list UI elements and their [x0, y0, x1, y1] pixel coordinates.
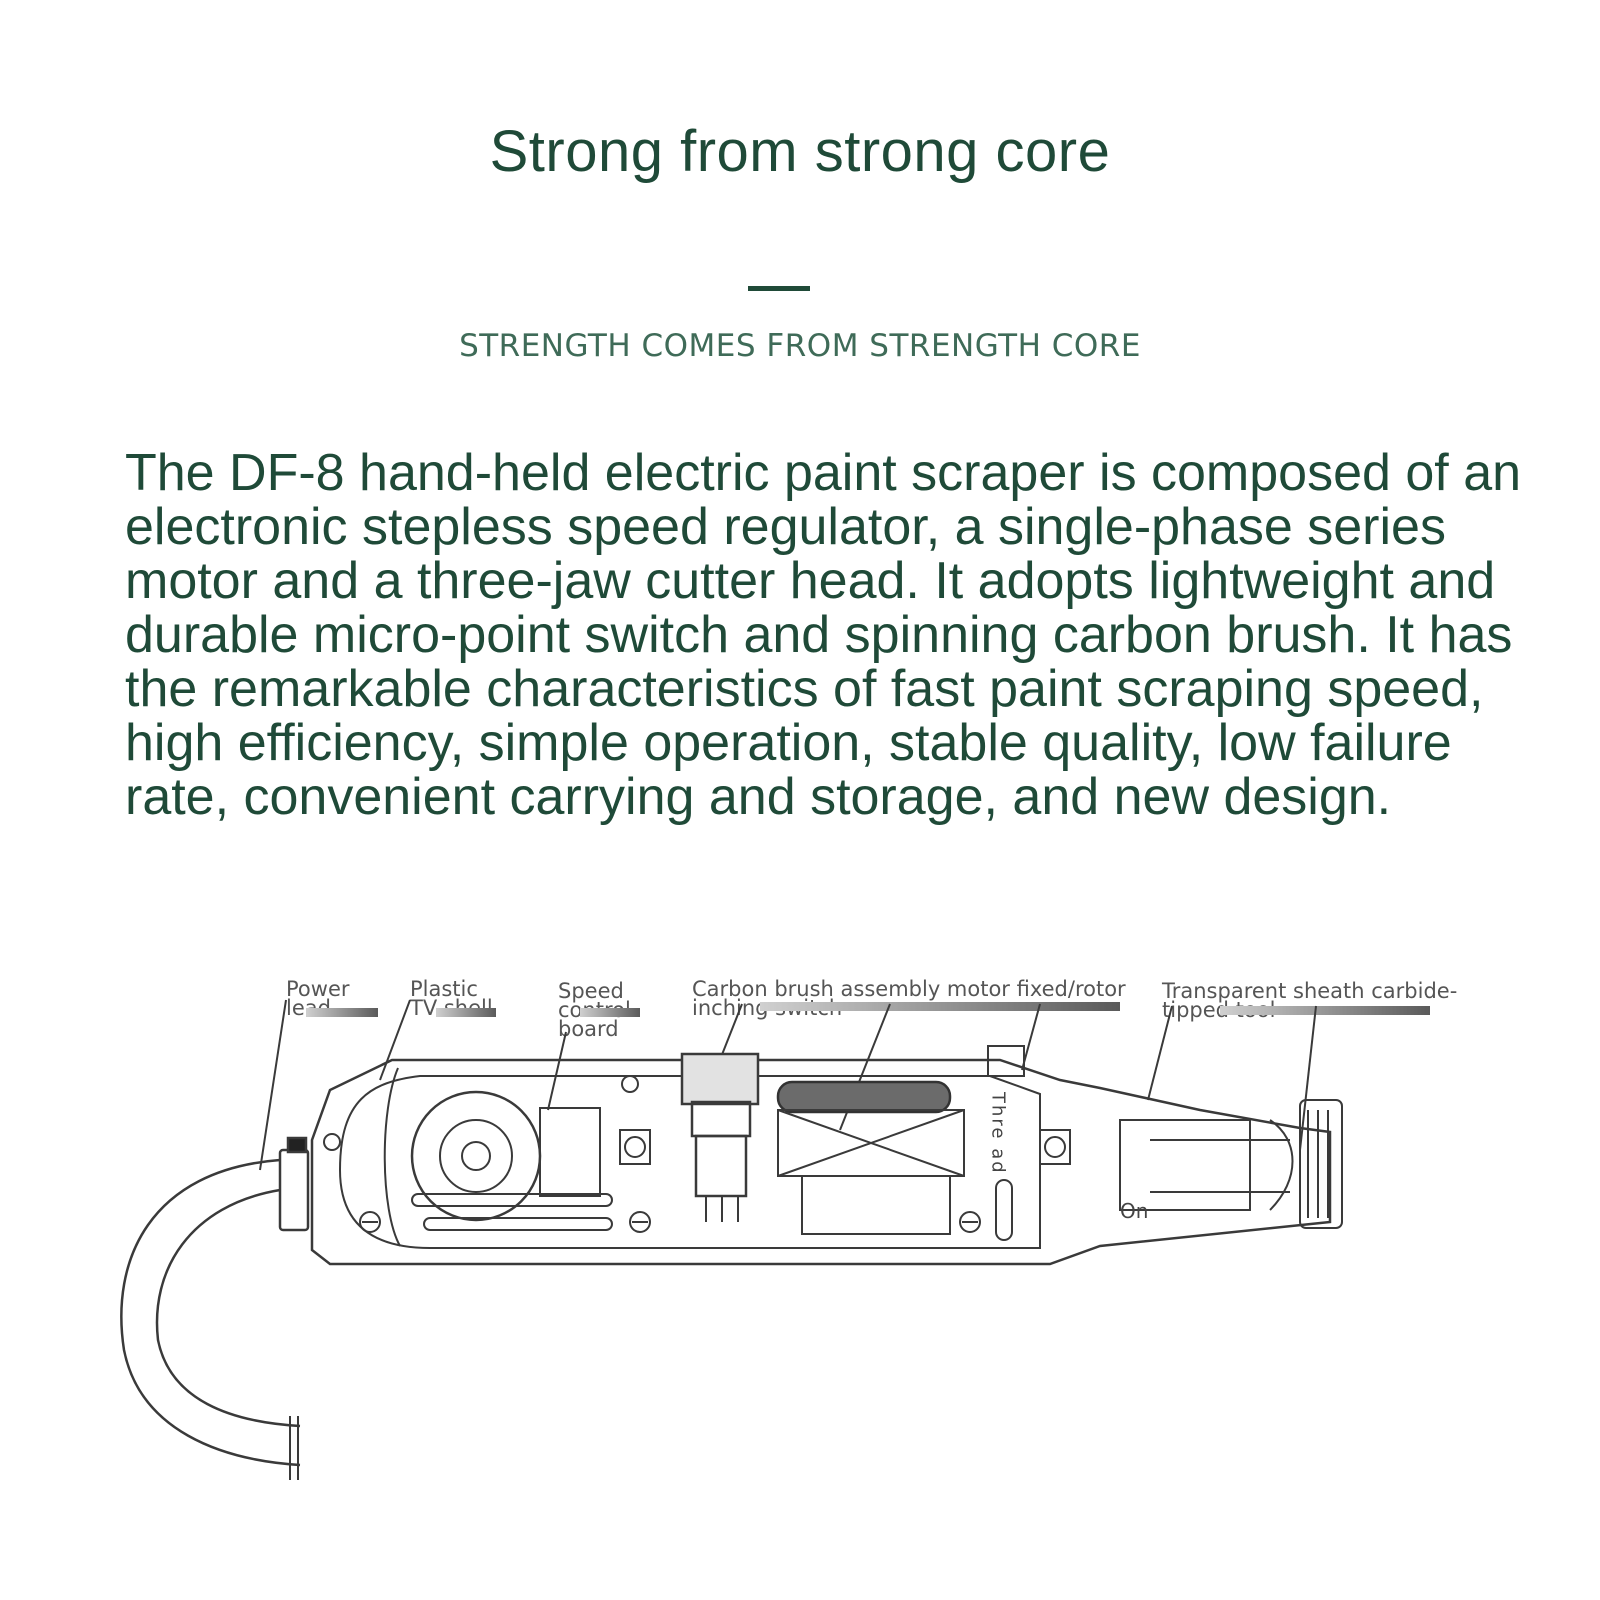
label-underline: [580, 1008, 640, 1017]
tool-drawing: Thre ad On: [120, 999, 1343, 1480]
speed-control-board: [411, 1193, 613, 1231]
housing-screws: [323, 1075, 981, 1233]
cutter-head: [1119, 1099, 1343, 1229]
title-divider: [748, 286, 810, 291]
front-bearing: [987, 1045, 1071, 1241]
motor-rotor: [776, 1080, 965, 1235]
label-underline: [306, 1008, 378, 1017]
page-title: Strong from strong core: [489, 119, 1111, 184]
carbon-brush-assembly: [619, 1052, 760, 1222]
thread-label: Thre ad: [988, 1091, 1009, 1175]
product-description: The DF-8 hand-held electric paint scrape…: [125, 444, 1522, 826]
label-underline: [1220, 1006, 1430, 1015]
page-subtitle: STRENGTH COMES FROM STRENGTH CORE: [459, 328, 1141, 364]
on-label: On: [1120, 1199, 1148, 1223]
label-underline: [760, 1002, 1120, 1011]
power-cord: [120, 1136, 310, 1480]
label-transparent-sheath: Transparent sheath carbide-tipped tool: [1162, 979, 1458, 1022]
label-underline: [436, 1008, 496, 1017]
speed-control-wheel: [410, 1090, 601, 1222]
